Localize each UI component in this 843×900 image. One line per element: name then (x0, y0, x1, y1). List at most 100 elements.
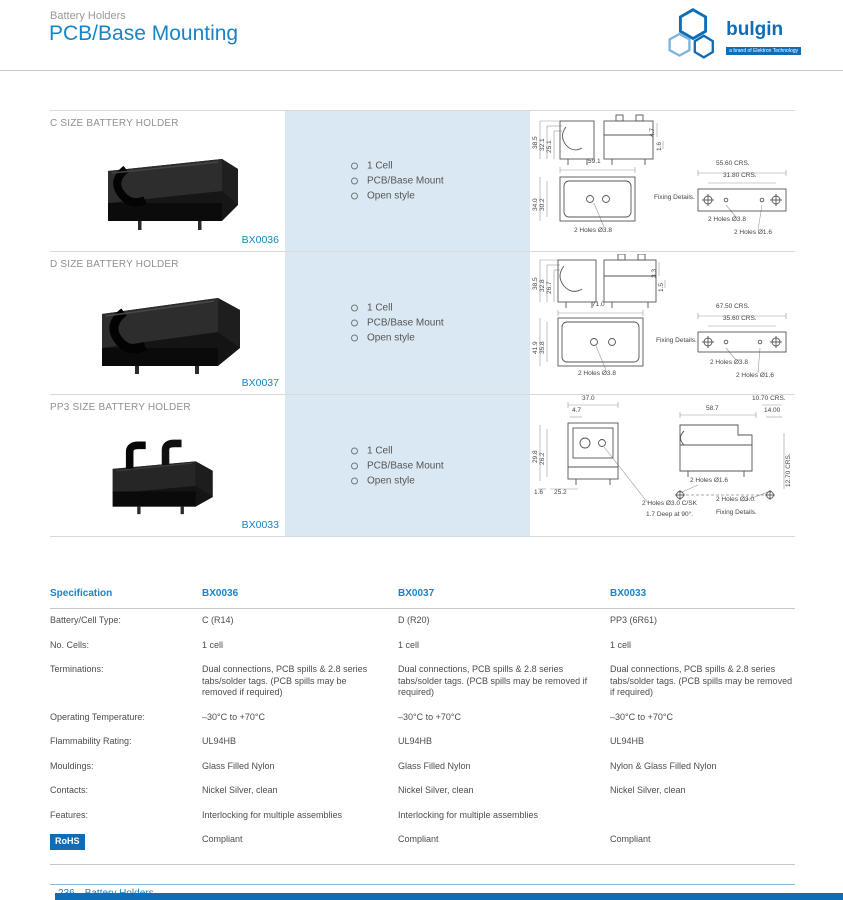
dim-label: 35.60 CRS. (723, 315, 757, 322)
bullet-circle-icon (351, 447, 358, 454)
dim-label: 2 Holes Ø3.8 (574, 227, 612, 234)
dim-label: 12.70 CRS. (785, 453, 792, 487)
spec-value (610, 810, 795, 822)
dim-label: 26.7 (546, 281, 553, 294)
page-title: PCB/Base Mounting (49, 22, 239, 45)
spec-value: D (R20) (398, 615, 430, 625)
feature-item: 1 Cell (351, 161, 444, 172)
technical-drawing-bx0037 (539, 254, 787, 374)
spec-row-contacts: Contacts: Nickel Silver, clean Nickel Si… (50, 779, 795, 804)
spec-header-bx0036: BX0036 (202, 588, 239, 599)
bullet-circle-icon (351, 162, 358, 170)
bullet-circle-icon (351, 319, 358, 327)
spec-value: –30°C to +70°C (202, 711, 265, 722)
dim-label: 1.5 (658, 282, 665, 292)
spec-label: Flammability Rating: (50, 736, 132, 746)
spec-header-row: Specification BX0036 BX0037 BX0033 (50, 588, 795, 609)
feature-panel: 1 Cell PCB/Base Mount Open style (285, 252, 530, 394)
feature-list: 1 Cell PCB/Base Mount Open style (351, 441, 444, 490)
feature-label: Open style (367, 190, 415, 202)
bullet-circle-icon (351, 177, 358, 185)
dim-label: 2 Holes Ø3.8 (578, 370, 616, 377)
spec-value: Nickel Silver, clean (610, 785, 686, 795)
dim-label: 2 Holes Ø1.6 (690, 477, 728, 484)
spec-value: UL94HB (202, 736, 237, 746)
feature-item: PCB/Base Mount (351, 176, 444, 187)
spec-value: –30°C to +70°C (398, 711, 461, 722)
footer-divider (50, 884, 795, 885)
spec-label: RoHS (50, 834, 202, 850)
part-number-link[interactable]: BX0036 (241, 234, 279, 246)
header-divider (0, 70, 843, 71)
dim-label: 4.7 (649, 127, 656, 137)
feature-list: 1 Cell PCB/Base Mount Open style (351, 157, 444, 206)
feature-label: PCB/Base Mount (367, 460, 444, 471)
dim-label: 55.60 CRS. (716, 160, 750, 167)
category-label: Battery Holders (50, 10, 126, 22)
spec-value: Dual connections, PCB spills & 2.8 serie… (610, 664, 793, 697)
product-row-bx0037: D SIZE BATTERY HOLDER BX0037 1 Cell PCB/… (50, 251, 795, 394)
spec-label: Contacts: (50, 785, 89, 795)
dim-label: 1.6 (534, 489, 544, 496)
dim-label: 1.6 (656, 141, 663, 151)
dim-label: 25.2 (554, 489, 567, 496)
bullet-circle-icon (351, 304, 358, 312)
spec-value: Dual connections, PCB spills & 2.8 serie… (202, 664, 368, 697)
feature-label: 1 Cell (367, 445, 393, 456)
spec-value: UL94HB (398, 736, 433, 746)
product-title: PP3 SIZE BATTERY HOLDER (50, 402, 191, 413)
dim-label: 10.70 CRS. (752, 395, 786, 402)
part-number-link[interactable]: BX0037 (241, 377, 279, 389)
spec-header-bx0033: BX0033 (610, 588, 647, 599)
bullet-circle-icon (351, 462, 358, 469)
spec-value: 1 cell (398, 639, 420, 650)
feature-item: Open style (351, 333, 444, 344)
spec-value: 1 cell (610, 639, 632, 650)
product-info-column: C SIZE BATTERY HOLDER BX0036 (50, 111, 285, 251)
product-row-bx0033: PP3 SIZE BATTERY HOLDER BX0033 1 Cell PC… (50, 394, 795, 537)
spec-table: Specification BX0036 BX0037 BX0033 Batte… (50, 588, 795, 865)
spec-value: 1 cell (202, 639, 224, 650)
spec-row-features: Features: Interlocking for multiple asse… (50, 803, 795, 828)
feature-item: Open style (351, 475, 444, 486)
feature-item: PCB/Base Mount (351, 318, 444, 329)
spec-row-flammability-rating: Flammability Rating: UL94HB UL94HB UL94H… (50, 730, 795, 755)
dim-label: 2 Holes Ø3.0 C/SK (642, 500, 697, 507)
dim-label: 1.7 Deep at 90°. (646, 511, 694, 518)
dim-label: 59.1 (588, 158, 601, 165)
spec-value: Glass Filled Nylon (398, 760, 471, 771)
logo-text: bulgin a brand of Elektron Technology (726, 6, 801, 57)
product-photo-bx0037 (102, 298, 240, 374)
feature-list: 1 Cell PCB/Base Mount Open style (351, 299, 444, 348)
spec-row-operating-temperature: Operating Temperature: –30°C to +70°C –3… (50, 705, 795, 730)
spec-label: Mouldings: (50, 760, 94, 771)
spec-label: Terminations: (50, 664, 104, 674)
feature-label: 1 Cell (367, 160, 393, 172)
dim-label: 71.0 (592, 301, 605, 308)
product-row-bx0036: C SIZE BATTERY HOLDER BX0036 1 Cell PCB/… (50, 110, 795, 251)
spec-value: –30°C to +70°C (610, 711, 673, 722)
dim-label: Fixing Details. (716, 509, 757, 516)
product-title: C SIZE BATTERY HOLDER (50, 118, 179, 129)
feature-item: 1 Cell (351, 303, 444, 314)
dim-label: 14.00 (764, 407, 781, 414)
product-info-column: D SIZE BATTERY HOLDER BX0037 (50, 252, 285, 394)
spec-value: Dual connections, PCB spills & 2.8 serie… (398, 664, 588, 697)
feature-item: Open style (351, 191, 444, 202)
feature-label: PCB/Base Mount (367, 317, 444, 329)
spec-header-bx0037: BX0037 (398, 588, 435, 599)
spec-label: Operating Temperature: (50, 711, 145, 722)
dim-label: Fixing Details. (656, 337, 697, 344)
bulgin-logo: bulgin a brand of Elektron Technology (666, 6, 801, 62)
dim-label: 3.3 (651, 268, 658, 278)
dim-label: 4.7 (572, 407, 582, 414)
feature-label: Open style (367, 332, 415, 344)
dim-label: 67.50 CRS. (716, 303, 750, 310)
technical-drawing-bx0033 (538, 402, 785, 504)
feature-item: PCB/Base Mount (351, 460, 444, 471)
feature-item: 1 Cell (351, 445, 444, 456)
dim-label: 2 Holes Ø3.8 (710, 359, 748, 366)
dim-label: 58.7 (706, 405, 719, 412)
part-number-link[interactable]: BX0033 (241, 519, 279, 531)
